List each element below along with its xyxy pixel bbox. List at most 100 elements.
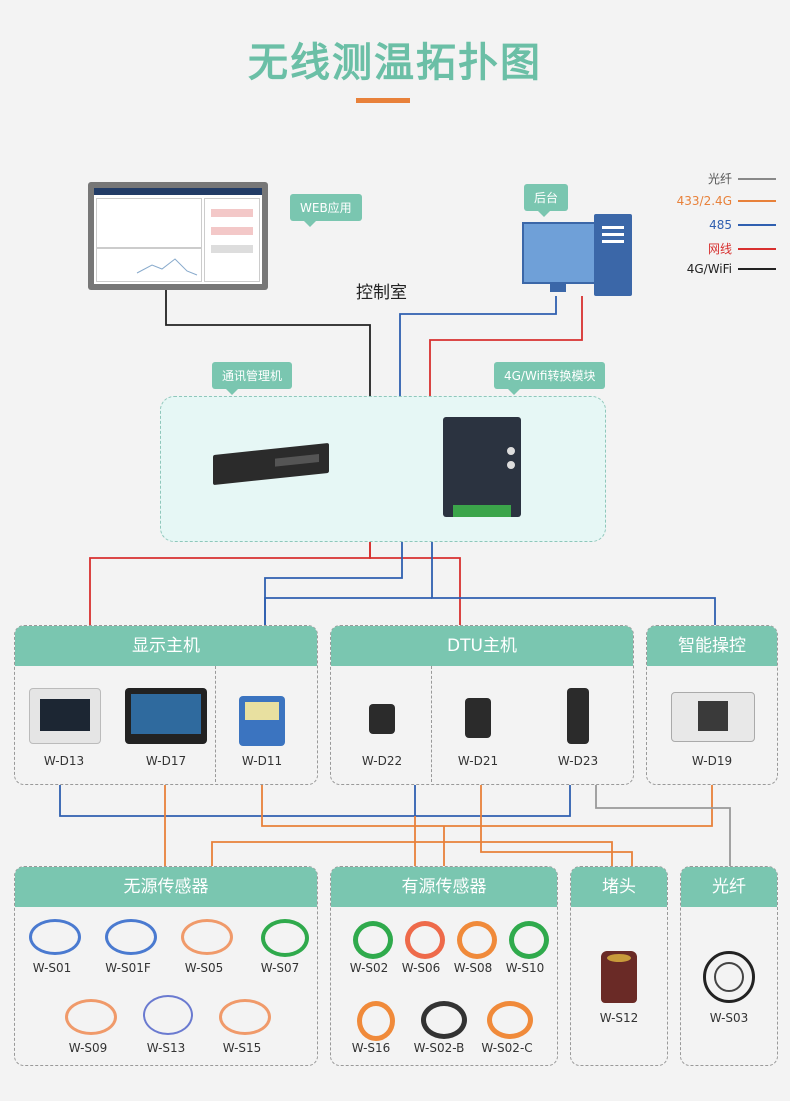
label-w-d19: W-D19 [691,754,733,768]
device-w-d19 [671,692,755,742]
control-room-label: 控制室 [356,283,407,303]
legend-swatch [738,268,776,270]
group-dtu-title: DTU主机 [331,626,633,666]
line-hub-smart [431,540,716,626]
device-w-d23 [567,688,589,744]
hub-box [160,396,606,542]
label-w-s03: W-S03 [709,1011,749,1025]
device-w-d21 [465,698,491,738]
sensor-w-s10 [509,921,549,959]
label-w-s02: W-S02 [349,961,389,975]
sensor-w-s16 [357,1001,395,1041]
legend-item-4g: 4G/WiFi [687,262,776,276]
converter-tag: 4G/Wifi转换模块 [494,362,606,395]
device-w-d22 [369,704,395,734]
monitor-screen [94,188,262,284]
device-w-d13 [29,688,101,744]
label-w-s02-c: W-S02-C [481,1041,533,1055]
legend-label: 433/2.4G [676,194,732,208]
group-dtu: DTU主机 W-D22 W-D21 W-D23 [330,625,634,785]
title-underline [356,98,410,103]
label-w-s09: W-S09 [68,1041,108,1055]
converter-device [443,417,521,517]
legend-item-fiber: 光纤 [708,170,776,187]
web-tag: WEB应用 [290,194,362,227]
label-w-d22: W-D22 [361,754,403,768]
group-display-title: 显示主机 [15,626,317,666]
web-monitor [88,182,268,290]
label-w-s02-b: W-S02-B [413,1041,465,1055]
line-hub-display [89,540,371,626]
legend-label: 光纤 [707,172,732,186]
sensor-w-s02-c [487,1001,533,1039]
label-w-d23: W-D23 [557,754,599,768]
legend-swatch [738,200,776,202]
legend-label: 网线 [707,242,732,256]
group-active: 有源传感器 W-S02 W-S06 W-S08 W-S10 W-S16 W-S0… [330,866,558,1066]
legend-item-485: 485 [709,218,776,232]
comm-manager-device [213,442,329,486]
line-backend-net [429,296,583,398]
group-passive: 无源传感器 W-S01 W-S01F W-S05 W-S07 W-S09 W-S… [14,866,318,1066]
line-hub-dtu [369,540,461,626]
device-w-s12 [601,951,637,1003]
label-w-s12: W-S12 [599,1011,639,1025]
device-w-d11 [239,696,285,746]
label-w-s07: W-S07 [260,961,300,975]
label-w-s06: W-S06 [401,961,441,975]
sensor-w-s07 [261,919,309,957]
legend-item-433: 433/2.4G [677,194,776,208]
legend-item-net: 网线 [708,240,776,257]
label-w-s10: W-S10 [505,961,545,975]
legend-swatch [738,224,776,226]
legend-label: 4G/WiFi [686,262,732,276]
sensor-w-s02-b [421,1001,467,1039]
sensor-w-s15 [219,999,271,1035]
group-passive-title: 无源传感器 [15,867,317,907]
group-plug: 堵头 W-S12 [570,866,668,1066]
group-plug-title: 堵头 [571,867,667,907]
line-fiber [595,782,731,866]
group-active-title: 有源传感器 [331,867,557,907]
group-display: 显示主机 W-D13 W-D17 W-D11 [14,625,318,785]
backend-pc-monitor [522,222,596,284]
label-w-s08: W-S08 [453,961,493,975]
line-hub-display-485 [264,540,403,626]
label-w-s05: W-S05 [184,961,224,975]
sensor-w-s09 [65,999,117,1035]
legend-swatch [738,177,776,180]
device-w-s03 [703,951,755,1003]
label-w-s13: W-S13 [146,1041,186,1055]
sensor-w-s01 [29,919,81,955]
line-wireless [261,782,713,827]
label-w-d17: W-D17 [145,754,187,768]
label-w-d13: W-D13 [43,754,85,768]
label-w-s16: W-S16 [351,1041,391,1055]
group-smart-title: 智能操控 [647,626,777,666]
group-fiber-title: 光纤 [681,867,777,907]
device-w-d17 [125,688,207,744]
line-web-hub [165,290,371,398]
label-w-d11: W-D11 [241,754,283,768]
sensor-w-s13 [143,995,193,1035]
label-w-d21: W-D21 [457,754,499,768]
legend-swatch [738,247,776,250]
group-fiber: 光纤 W-S03 [680,866,778,1066]
label-w-s01f: W-S01F [105,961,151,975]
sensor-w-s02 [353,921,393,959]
label-w-s15: W-S15 [222,1041,262,1055]
pc-tower [594,214,632,296]
pc-stand [550,282,566,292]
sensor-w-s06 [405,921,445,959]
line-backend-485 [399,296,557,398]
label-w-s01: W-S01 [32,961,72,975]
group-smart: 智能操控 W-D19 [646,625,778,785]
page-title: 无线测温拓扑图 [248,40,542,86]
line-bus-485 [59,782,571,817]
comm-manager-tag: 通讯管理机 [212,362,293,395]
sensor-w-s01f [105,919,157,955]
sensor-w-s08 [457,921,497,959]
backend-tag: 后台 [524,184,569,217]
sensor-w-s05 [181,919,233,955]
legend-label: 485 [709,218,732,232]
